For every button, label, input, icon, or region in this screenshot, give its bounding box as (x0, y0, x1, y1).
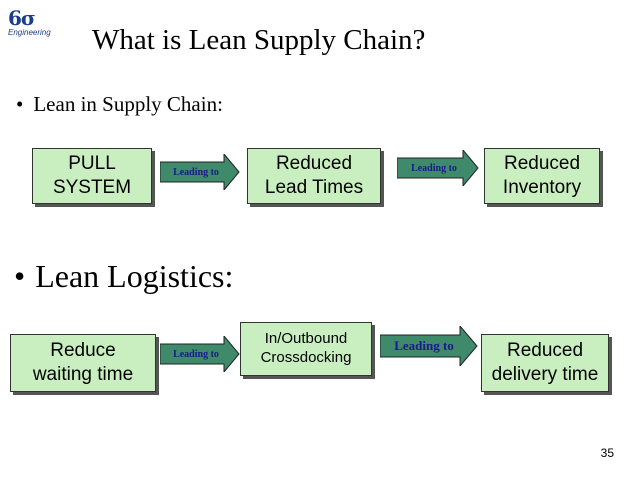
logo-mark: 6σ (8, 6, 36, 30)
flow1-box-reduced-inventory: Reduced Inventory (484, 148, 600, 204)
box-label: Reduced delivery time (491, 340, 599, 385)
page-number: 35 (600, 446, 614, 460)
arrow-label: Leading to (173, 166, 219, 178)
box-label: Reduced Lead Times (264, 153, 364, 198)
arrow-label: Leading to (394, 338, 454, 353)
flow1-box-pull-system: PULL SYSTEM (32, 148, 152, 204)
slide-title: What is Lean Supply Chain? (92, 24, 426, 56)
arrow-shape (160, 154, 240, 190)
flow2-box-reduced-delivery-time: Reduced delivery time (481, 334, 609, 392)
box-label: Reduce waiting time (32, 340, 134, 385)
flow1-arrow-2: Leading to (397, 150, 479, 186)
arrow-shape (380, 326, 478, 366)
box-label: Reduced Inventory (502, 153, 582, 198)
flow2-arrow-2: Leading to (380, 326, 478, 366)
flow2-arrow-1: Leading to (160, 336, 240, 372)
flow2-box-crossdocking: In/Outbound Crossdocking (240, 322, 372, 376)
bullet-text: Lean in Supply Chain: (33, 92, 223, 116)
arrow-shape (160, 336, 240, 372)
bullet-lean-logistics: •Lean Logistics: (14, 258, 233, 295)
flow1-arrow-1: Leading to (160, 154, 240, 190)
arrow-label: Leading to (411, 162, 457, 174)
box-label: PULL SYSTEM (52, 153, 132, 198)
box-label: In/Outbound Crossdocking (260, 330, 352, 366)
arrow-shape (397, 150, 479, 186)
bullet-dot: • (16, 92, 24, 116)
bullet-dot: • (14, 258, 26, 294)
arrow-label: Leading to (173, 348, 219, 360)
flow2-box-reduce-waiting-time: Reduce waiting time (10, 334, 156, 392)
logo-word: Engineering (8, 28, 51, 37)
bullet-text: Lean Logistics: (35, 258, 234, 294)
bullet-lean-supply-chain: • Lean in Supply Chain: (16, 92, 223, 117)
flow1-box-reduced-lead-times: Reduced Lead Times (247, 148, 381, 204)
logo: 6σ Engineering (4, 6, 66, 42)
